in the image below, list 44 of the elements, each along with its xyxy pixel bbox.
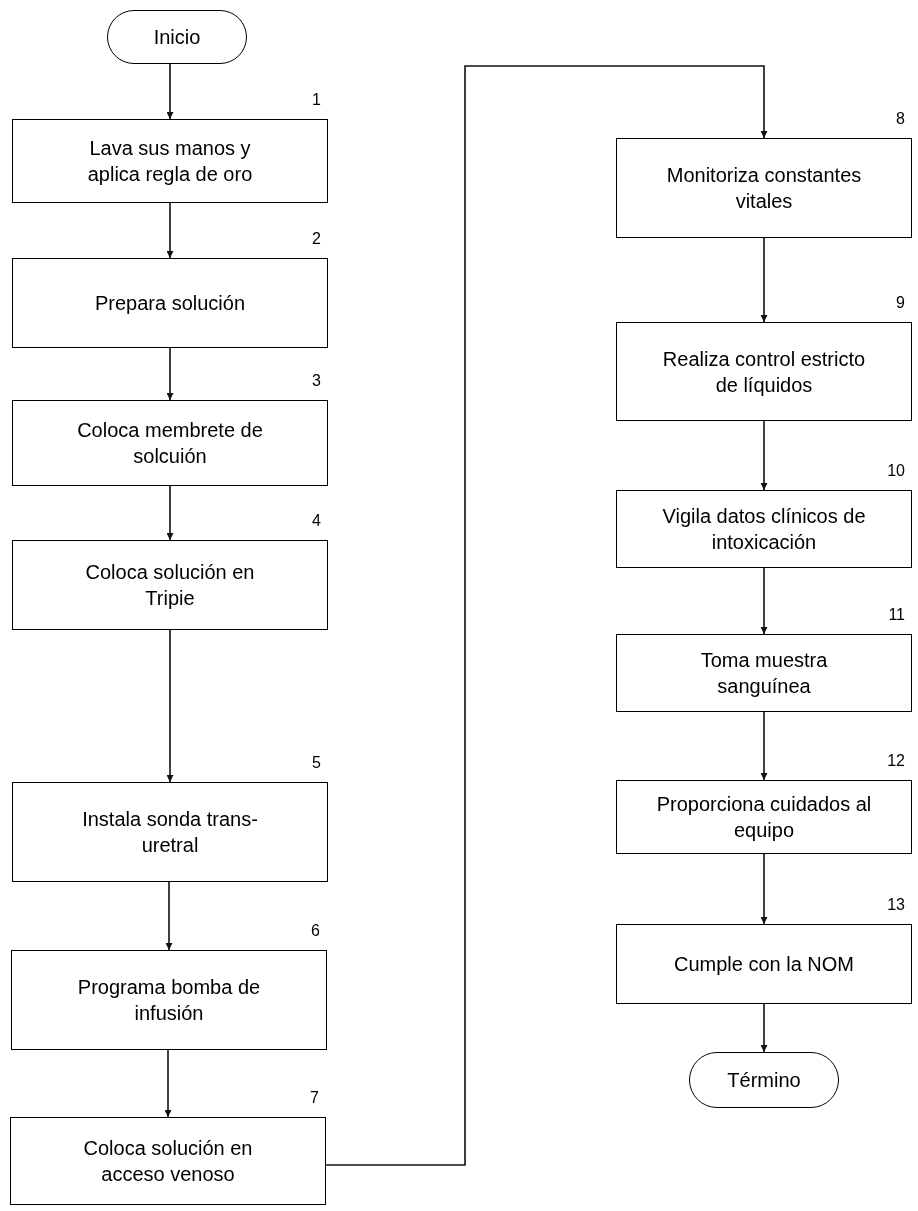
arrow <box>760 711 768 781</box>
terminator <box>107 10 247 64</box>
step-text: Toma muestra sanguínea <box>699 648 829 699</box>
arrow <box>166 629 174 783</box>
step-text: Proporciona cuidados al equipo <box>655 792 873 843</box>
arrow <box>166 485 174 541</box>
step-number: 10 <box>887 461 905 481</box>
arrow <box>166 347 174 401</box>
step-text: Coloca solución en acceso venoso <box>82 1136 254 1187</box>
step-text: Cumple con la NOM <box>673 952 855 977</box>
arrow <box>164 1049 172 1118</box>
step-text: Lava sus manos y aplica regla de oro <box>86 136 254 187</box>
step-text: Realiza control estricto de líquidos <box>661 346 867 398</box>
step-number: 13 <box>887 895 905 915</box>
step-text: Inicio <box>153 25 201 50</box>
step-number: 3 <box>312 371 321 391</box>
arrow <box>165 881 173 951</box>
step-text: Prepara solución <box>94 291 246 316</box>
step-number: 6 <box>311 921 320 941</box>
arrow <box>760 853 768 925</box>
step-number: 9 <box>896 293 905 313</box>
arrow <box>760 567 768 635</box>
step-number: 11 <box>888 605 905 625</box>
step-number: 2 <box>312 229 321 249</box>
step-text: Instala sonda trans- uretral <box>81 807 259 858</box>
step-number: 8 <box>896 109 905 129</box>
arrow <box>166 202 174 259</box>
step-text: Término <box>727 1068 801 1093</box>
step-text: Vigila datos clínicos de intoxicación <box>661 504 867 555</box>
step-text: Programa bomba de infusión <box>76 975 262 1026</box>
arrow <box>760 420 768 491</box>
step-number: 4 <box>312 511 321 531</box>
step-number: 12 <box>887 751 905 771</box>
step-text: Monitoriza constantes vitales <box>665 163 863 214</box>
arrow <box>760 237 768 323</box>
step-text: Coloca membrete de solcuión <box>76 418 264 469</box>
arrow <box>760 1003 768 1053</box>
terminator <box>689 1052 839 1108</box>
step-number: 7 <box>310 1088 319 1108</box>
step-number: 5 <box>312 753 321 773</box>
step-text: Coloca solución en Tripie <box>84 560 256 611</box>
arrow <box>325 65 768 1166</box>
arrow <box>166 63 174 120</box>
step-number: 1 <box>312 90 321 110</box>
